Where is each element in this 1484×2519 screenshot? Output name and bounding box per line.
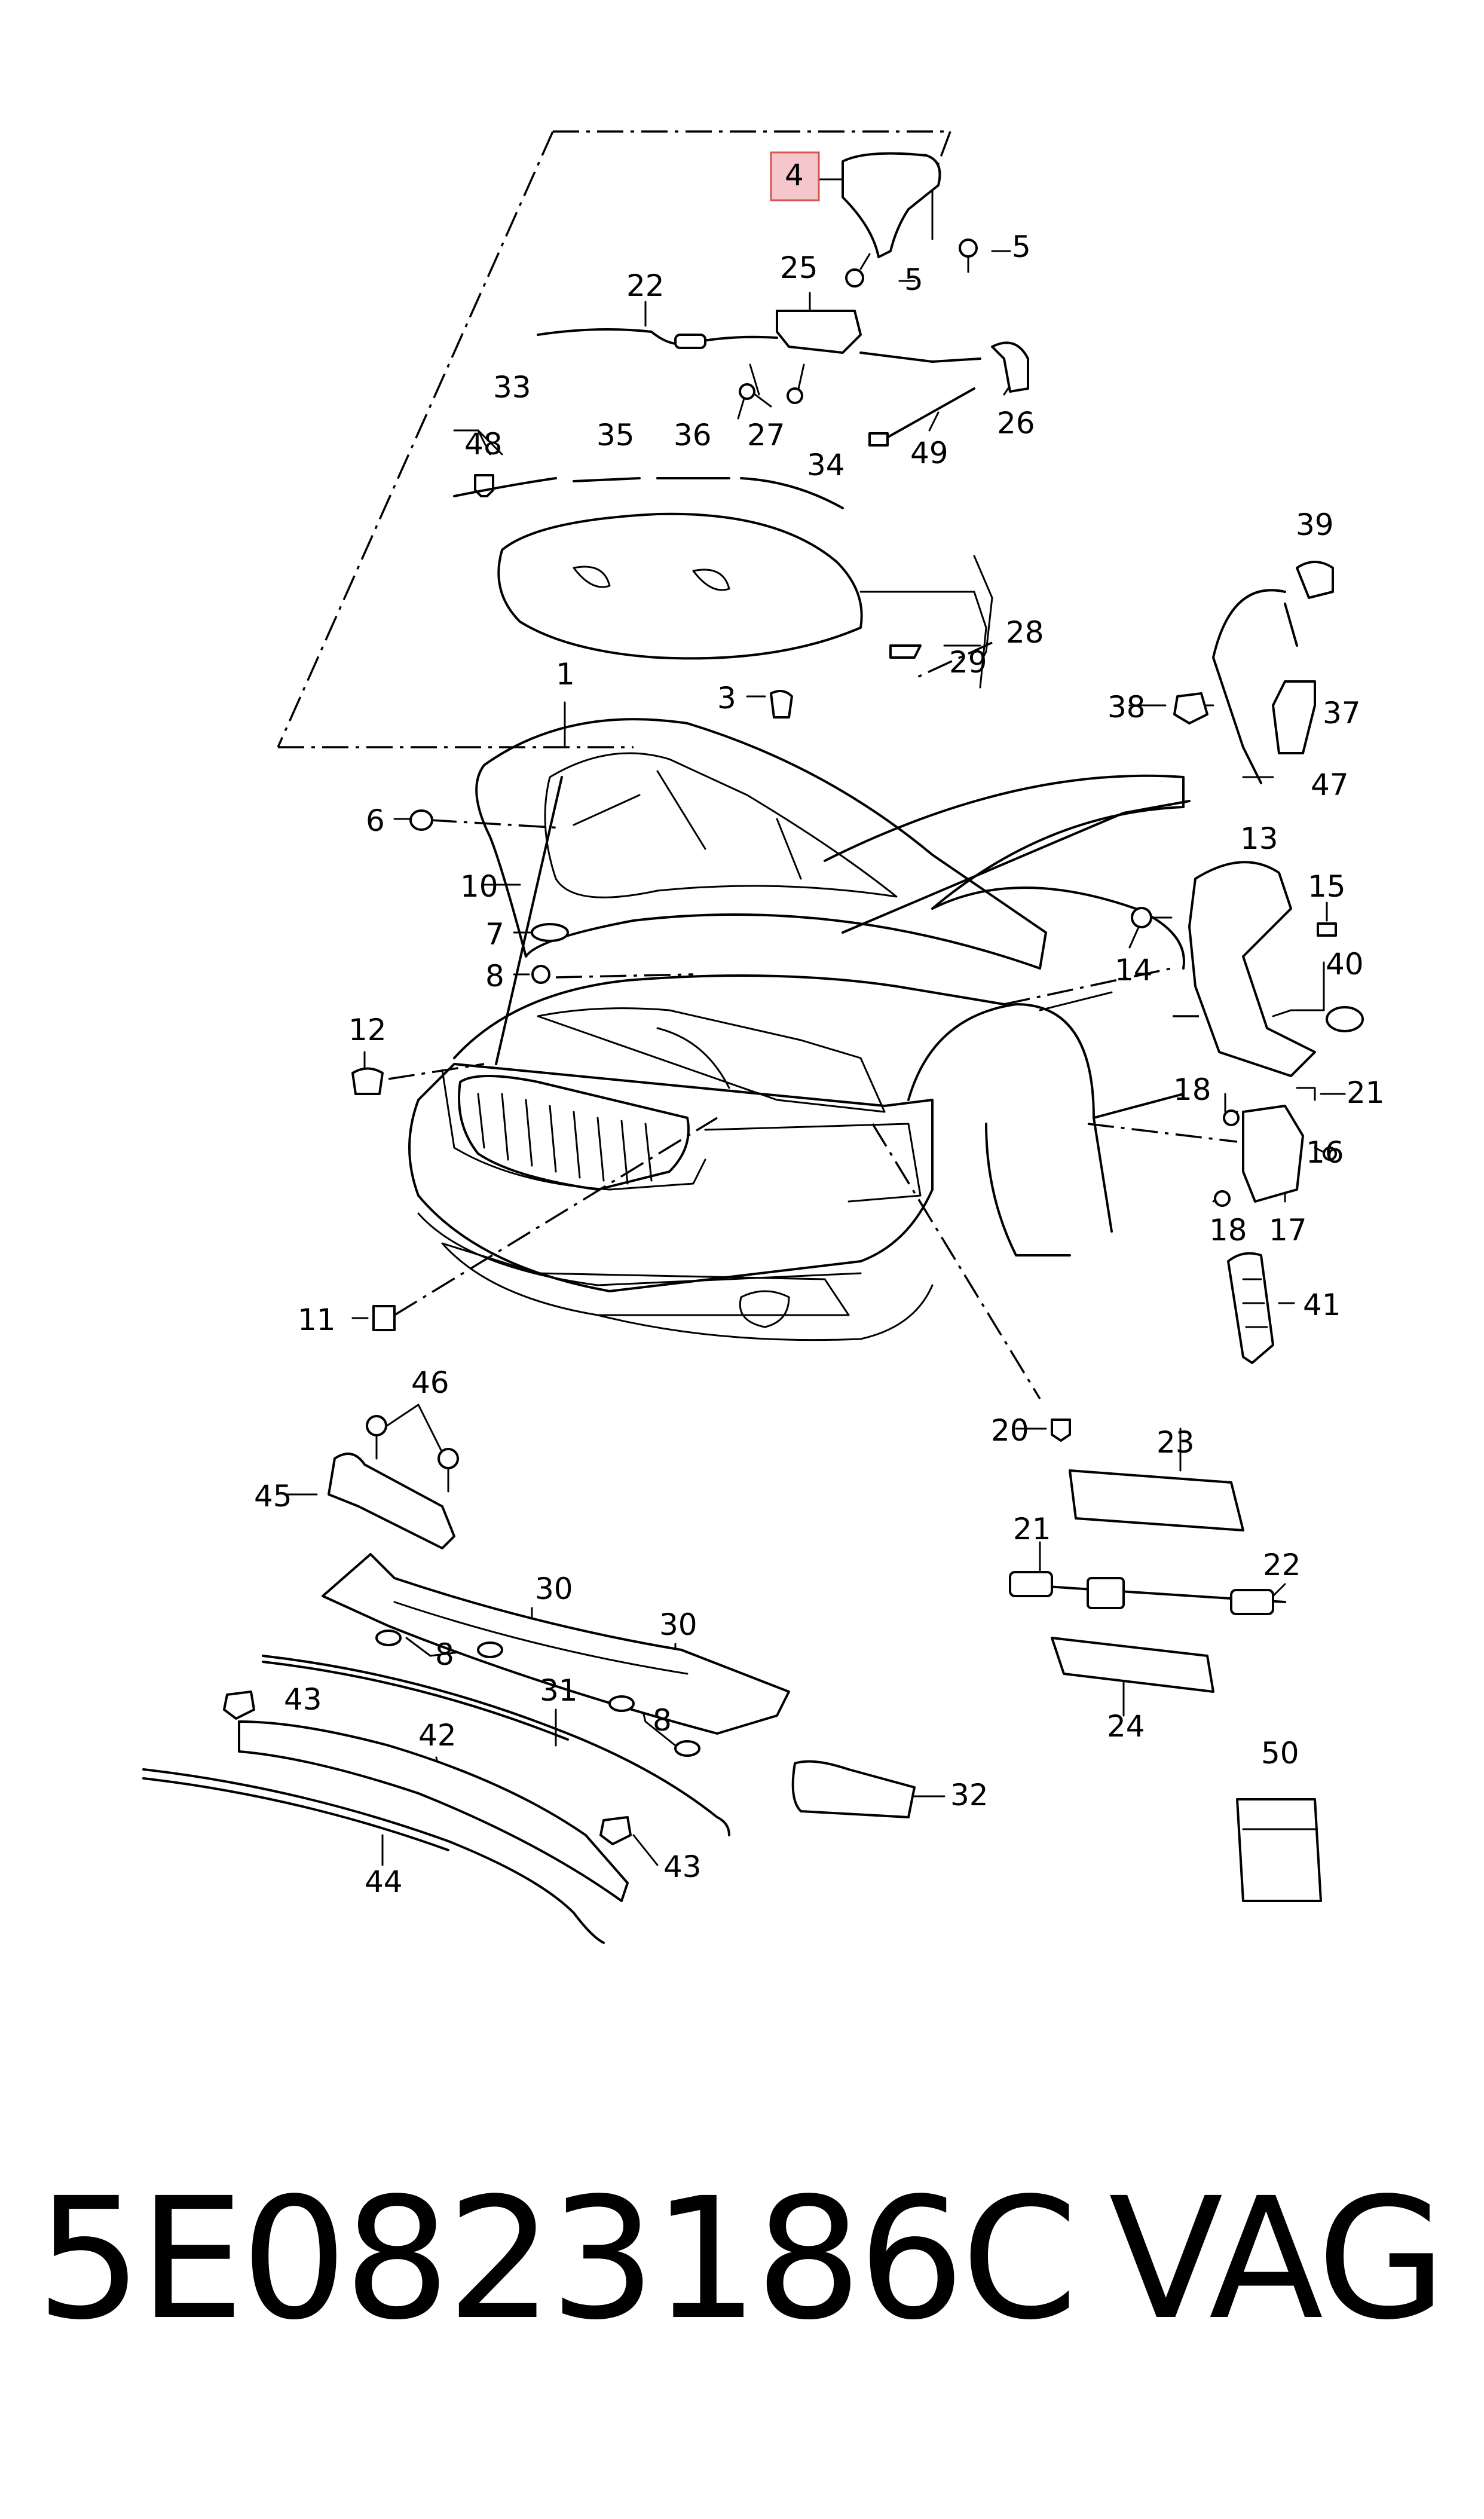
callout-23: 23 [1156,1425,1195,1460]
part-28-insulation-mat [497,512,863,660]
callout-40: 40 [1326,947,1364,982]
callout-10: 10 [460,869,498,904]
callout-8: 8 [653,1703,672,1738]
callout-24: 24 [1107,1709,1145,1744]
part-17-bracket [1242,1105,1304,1203]
parts-group [142,152,1364,1944]
callout-38: 38 [1107,690,1146,724]
callout-41: 41 [1303,1288,1341,1322]
callout-43: 43 [663,1849,702,1884]
callout-11: 11 [298,1303,336,1337]
callout-15: 15 [1308,869,1346,904]
highlight-box-4 [770,151,820,201]
callout-34: 34 [807,448,845,482]
callout-labels: 4 5 5 22 25 33 48 35 36 34 27 26 49 28 2… [254,158,1385,1899]
callout-47: 47 [1311,768,1349,802]
part-30-plenum-panel [322,1553,790,1735]
part-24-guide [1051,1637,1214,1693]
part-32-side-cover [791,1760,916,1818]
callout-50: 50 [1261,1736,1299,1771]
callout-12: 12 [348,1013,387,1047]
callout-7: 7 [485,917,504,952]
callout-32: 32 [950,1778,989,1812]
callout-48: 48 [464,427,503,461]
part-number-text: 5E0823186C [36,2162,1078,2357]
callout-3: 3 [717,681,736,716]
callout-21: 21 [1347,1075,1385,1110]
car-body-drawing [408,718,1191,1341]
part-23-trim [1069,1469,1244,1531]
callout-33: 33 [493,370,531,405]
part-26-lever [991,341,1029,393]
part-45-cover [328,1453,455,1549]
callout-8: 8 [485,959,504,993]
callout-22: 22 [626,268,665,303]
callout-39: 39 [1296,508,1334,542]
part-4-release-handle [842,152,941,258]
callout-22: 22 [1263,1548,1301,1582]
part-42-cross-member [238,1720,629,1902]
callout-28: 28 [1006,615,1044,650]
callout-26: 26 [997,406,1035,441]
callout-18: 18 [1209,1213,1247,1248]
callout-5: 5 [904,262,923,297]
callout-43: 43 [284,1682,322,1717]
part-25-hood-lock [776,310,862,354]
callout-44: 44 [365,1864,403,1899]
callout-16: 16 [1306,1135,1344,1170]
callout-35: 35 [596,418,635,453]
callout-14: 14 [1115,953,1153,988]
callout-46: 46 [411,1365,449,1400]
callout-49: 49 [910,436,948,470]
callout-27: 27 [747,418,785,453]
callout-17: 17 [1269,1213,1307,1248]
callout-1: 1 [556,657,575,692]
callout-8: 8 [435,1637,454,1672]
part-50-bag [1236,1798,1322,1902]
callout-42: 42 [418,1718,457,1753]
callout-18: 18 [1173,1072,1211,1107]
part-38-nut [1173,692,1208,724]
callout-25: 25 [780,250,818,285]
callout-31: 31 [540,1673,578,1708]
callout-30: 30 [659,1607,697,1642]
callout-36: 36 [674,418,712,453]
brand-text: VAG [1109,2162,1446,2357]
callout-45: 45 [254,1479,292,1514]
callout-21: 21 [1013,1512,1051,1546]
part-39-clamp [1296,561,1334,599]
callout-20: 20 [991,1413,1029,1448]
callout-6: 6 [366,803,385,838]
callout-13: 13 [1240,821,1278,856]
part-41-grille-strip [1227,1252,1274,1364]
part-13-wheel-housing-liner [1188,861,1316,1077]
callout-37: 37 [1323,696,1361,730]
part-37-washer-fluid-line [1272,680,1316,754]
callout-4: 4 [785,158,804,192]
callout-5: 5 [1012,230,1031,264]
callout-29: 29 [949,645,987,680]
callout-30: 30 [535,1572,573,1606]
hood-assembly-boundary [277,130,993,748]
